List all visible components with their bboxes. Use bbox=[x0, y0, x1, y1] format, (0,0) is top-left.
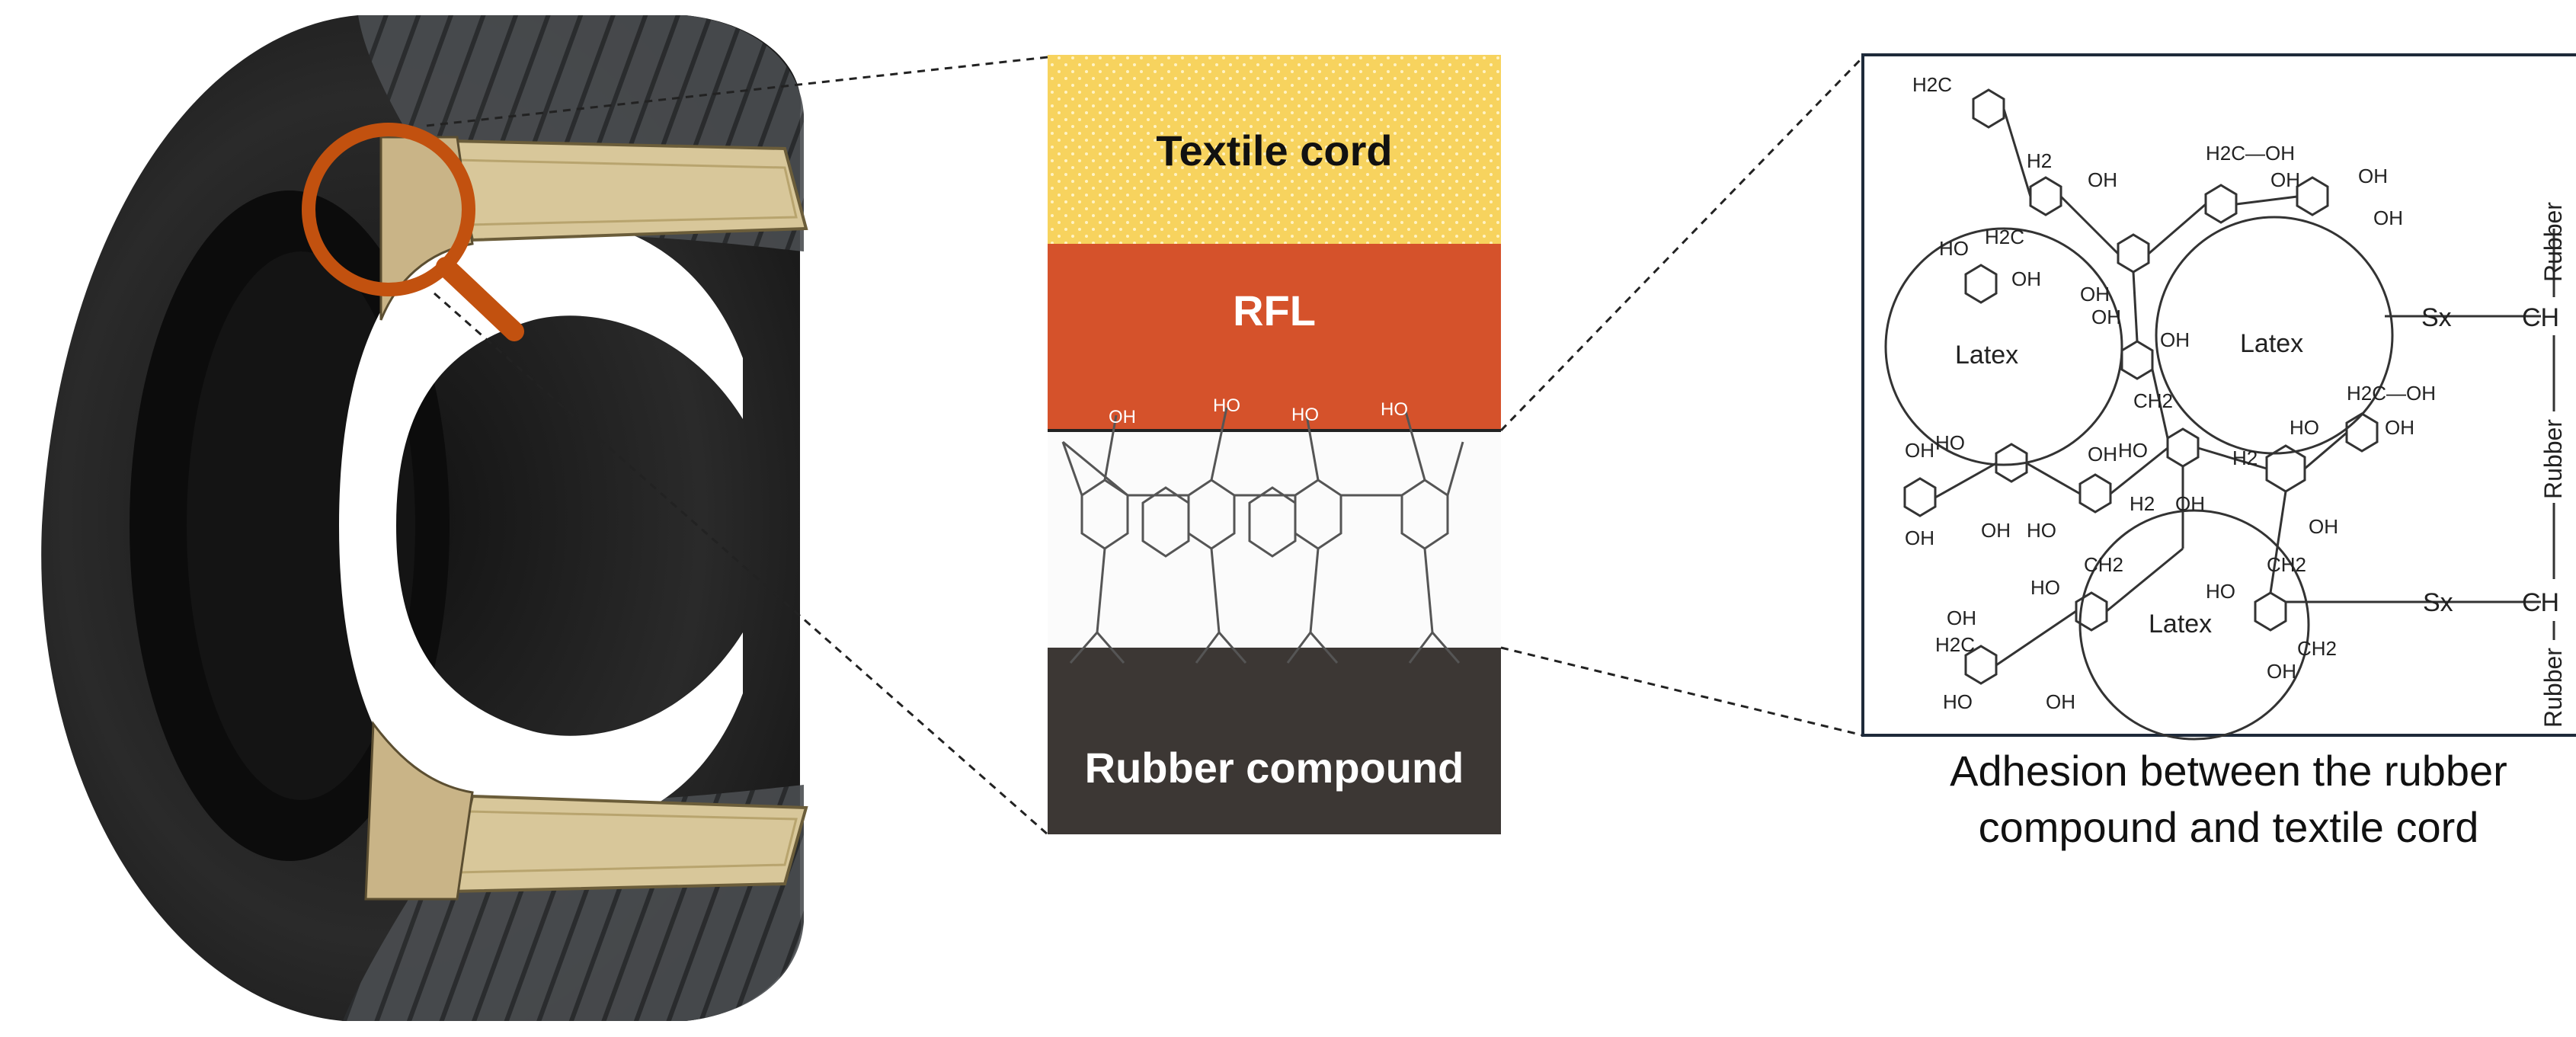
svg-text:OH: OH bbox=[2046, 690, 2075, 713]
svg-text:HO: HO bbox=[2290, 416, 2319, 439]
svg-text:OH: OH bbox=[2088, 168, 2117, 191]
svg-text:OH: OH bbox=[2175, 492, 2205, 515]
detail-frame bbox=[1861, 53, 2576, 737]
svg-text:HO: HO bbox=[2118, 439, 2148, 462]
svg-text:H2C—OH: H2C—OH bbox=[2347, 382, 2436, 405]
phenol-rings bbox=[1903, 88, 2379, 685]
svg-text:CH2: CH2 bbox=[2267, 553, 2306, 576]
crosslink-labels: Sx Sx CH CH bbox=[2421, 303, 2559, 617]
svg-text:OH: OH bbox=[2160, 328, 2190, 351]
svg-text:Rubber: Rubber bbox=[2539, 202, 2567, 282]
linkage-bonds bbox=[1934, 108, 2555, 667]
caption-line-2: compound and textile cord bbox=[1978, 803, 2479, 851]
svg-text:OH: OH bbox=[1905, 527, 1934, 549]
svg-text:OH: OH bbox=[2080, 283, 2110, 306]
svg-text:OH: OH bbox=[2373, 206, 2403, 229]
rubber-compound-label: Rubber compound bbox=[1084, 744, 1464, 792]
rfl-label: RFL bbox=[1233, 286, 1316, 334]
textile-cord-label: Textile cord bbox=[1156, 126, 1393, 174]
svg-text:H2: H2 bbox=[2130, 492, 2155, 515]
detail-caption: Adhesion between the rubber compound and… bbox=[1870, 743, 2576, 856]
detail-structure: H2C H2 OH H2C—OH OH OH OH HO H2C OH OH O… bbox=[1861, 53, 2576, 741]
svg-text:CH: CH bbox=[2522, 303, 2559, 332]
svg-text:HO: HO bbox=[1943, 690, 1973, 713]
tire-illustration bbox=[41, 15, 808, 1021]
rfl-layer bbox=[1048, 244, 1501, 430]
svg-text:OH: OH bbox=[1109, 407, 1136, 427]
svg-text:H2C—OH: H2C—OH bbox=[2206, 142, 2295, 165]
structure-group-labels: H2C H2 OH H2C—OH OH OH OH HO H2C OH OH O… bbox=[1905, 73, 2436, 713]
svg-text:OH: OH bbox=[1905, 439, 1934, 462]
svg-text:OH: OH bbox=[2358, 165, 2388, 187]
svg-text:HO: HO bbox=[1213, 395, 1240, 416]
svg-text:OH: OH bbox=[2267, 660, 2296, 683]
svg-text:OH: OH bbox=[1947, 607, 1976, 629]
svg-text:Rubber: Rubber bbox=[2539, 419, 2567, 499]
svg-text:CH: CH bbox=[2522, 588, 2559, 617]
svg-text:Latex: Latex bbox=[2240, 329, 2303, 358]
interface-layer bbox=[1048, 430, 1501, 648]
interface-molecule bbox=[1061, 407, 1464, 664]
svg-text:CH2: CH2 bbox=[2084, 553, 2123, 576]
svg-text:OH: OH bbox=[2309, 515, 2338, 538]
svg-text:HO: HO bbox=[1935, 431, 1965, 454]
svg-text:HO: HO bbox=[1381, 399, 1408, 420]
svg-text:Latex: Latex bbox=[2149, 610, 2212, 639]
magnifier-icon bbox=[302, 123, 524, 341]
svg-text:OH: OH bbox=[2091, 306, 2121, 328]
svg-text:Sx: Sx bbox=[2421, 303, 2452, 332]
svg-text:HO: HO bbox=[2030, 576, 2060, 599]
svg-text:OH: OH bbox=[1981, 519, 2011, 542]
svg-text:Latex: Latex bbox=[1955, 341, 2018, 370]
svg-text:OH: OH bbox=[2011, 267, 2041, 290]
svg-text:H2: H2 bbox=[2027, 149, 2052, 172]
caption-line-1: Adhesion between the rubber bbox=[1950, 747, 2507, 795]
svg-text:HO: HO bbox=[1939, 237, 1969, 260]
svg-text:Sx: Sx bbox=[2423, 588, 2453, 617]
svg-text:OH: OH bbox=[2270, 168, 2300, 191]
interface-oh-labels: OH HO HO HO bbox=[1109, 395, 1408, 427]
svg-text:CH2: CH2 bbox=[2297, 637, 2337, 660]
svg-text:CH2: CH2 bbox=[2133, 389, 2173, 412]
svg-text:HO: HO bbox=[2027, 519, 2056, 542]
svg-text:HO: HO bbox=[2206, 580, 2235, 603]
svg-text:H2C: H2C bbox=[1912, 73, 1952, 96]
svg-text:H2C: H2C bbox=[1985, 226, 2024, 248]
layer-stack bbox=[1048, 55, 1501, 834]
svg-text:OH: OH bbox=[2088, 443, 2117, 466]
svg-text:OH: OH bbox=[2385, 416, 2414, 439]
svg-text:H2C: H2C bbox=[1935, 633, 1975, 656]
svg-text:H2: H2 bbox=[2232, 446, 2258, 469]
latex-labels: Latex Latex Latex bbox=[1955, 329, 2303, 639]
rubber-chain-labels: Rubber Rubber Rubber bbox=[2539, 202, 2567, 728]
svg-text:HO: HO bbox=[1291, 405, 1319, 425]
rubber-compound-layer bbox=[1048, 648, 1501, 834]
svg-text:Rubber: Rubber bbox=[2539, 648, 2567, 728]
zoom-connector-lines bbox=[426, 56, 1864, 836]
